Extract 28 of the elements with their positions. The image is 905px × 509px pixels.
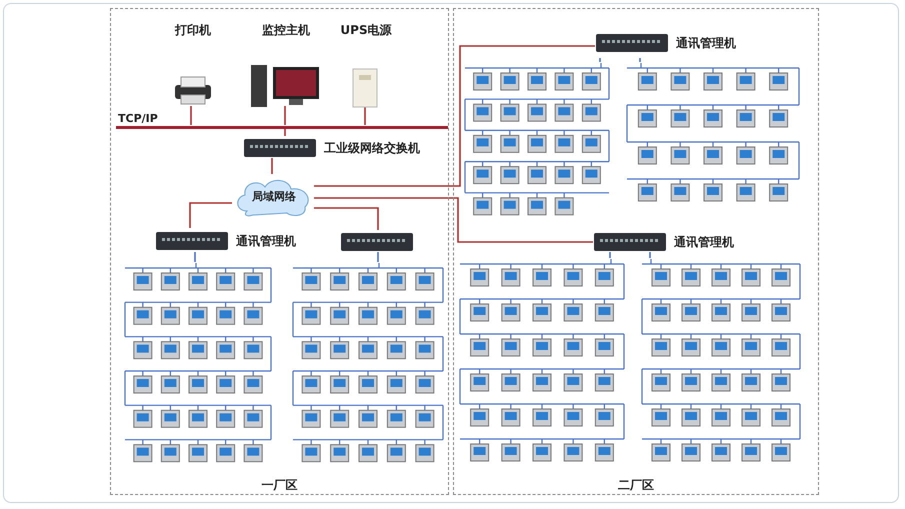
- connector-line: [284, 106, 286, 125]
- device-label: 工业级网络交换机: [324, 141, 420, 155]
- cloud-label: 局域网络: [251, 190, 297, 204]
- device-label: 通讯管理机: [676, 36, 736, 50]
- connector-line: [189, 202, 232, 228]
- connector-line: [314, 45, 595, 187]
- connector-line: [271, 158, 273, 174]
- device-label: 通讯管理机: [236, 234, 296, 248]
- connector-line: [314, 197, 593, 243]
- connector-line: [314, 207, 379, 230]
- zone-title: 二厂区: [618, 478, 654, 492]
- connector-line: [364, 106, 366, 125]
- connector-line: [284, 128, 286, 136]
- device-label: 通讯管理机: [674, 235, 734, 249]
- zone-panel: [453, 8, 819, 495]
- device-label: 监控主机: [261, 23, 311, 37]
- zone-panel: [110, 8, 449, 495]
- connector-line: [649, 252, 651, 258]
- connector-line: [377, 252, 379, 262]
- bus-label: TCP/IP: [118, 113, 158, 125]
- device-label: 打印机: [174, 23, 212, 37]
- connector-line: [194, 252, 196, 262]
- connector-line: [609, 252, 611, 258]
- connector-line: [190, 106, 192, 125]
- connector-line: [599, 58, 601, 62]
- zone-title: 一厂区: [262, 478, 298, 492]
- connector-line: [639, 58, 641, 62]
- device-label: UPS电源: [339, 23, 393, 37]
